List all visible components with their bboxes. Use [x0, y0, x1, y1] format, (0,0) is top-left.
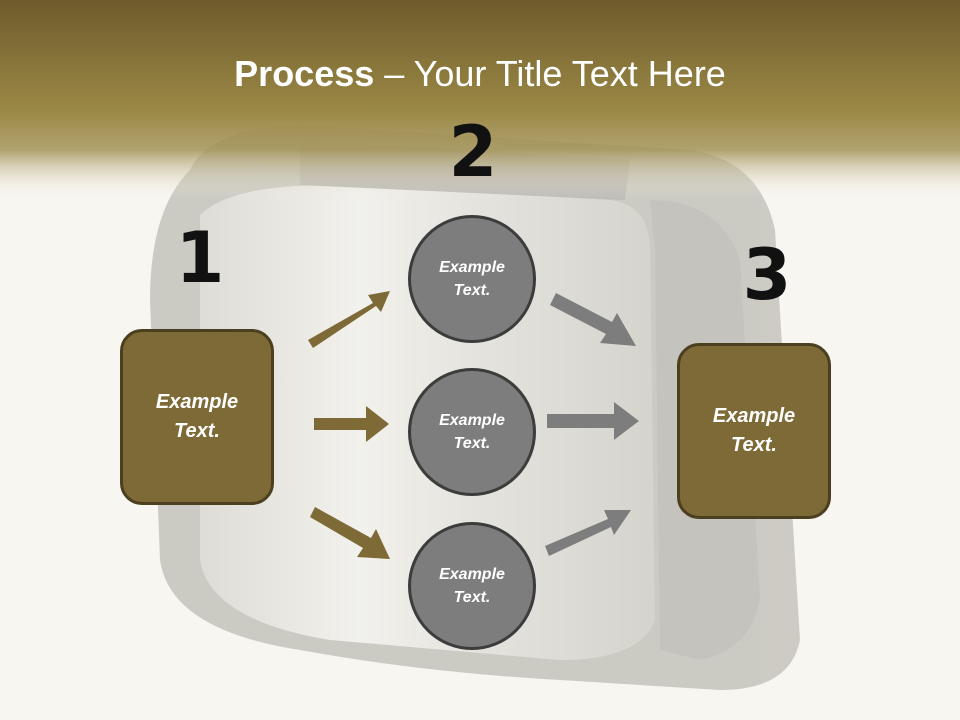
step-number-1: 1: [175, 217, 225, 299]
arrow-top-to-3: [550, 293, 636, 346]
step-1-box-text: Example Text.: [155, 391, 239, 442]
title-rest: – Your Title Text Here: [374, 53, 726, 94]
step-number-2: 2: [448, 111, 498, 193]
circle-middle-text: Example Text.: [439, 412, 505, 452]
step-1-box[interactable]: Example Text.: [120, 329, 274, 505]
step-number-3: 3: [742, 234, 792, 316]
step-3-box-text: Example Text.: [712, 405, 796, 456]
step-2-circle-middle[interactable]: Example Text.: [408, 368, 536, 496]
step-2-circle-bottom[interactable]: Example Text.: [408, 522, 536, 650]
circle-bottom-text: Example Text.: [439, 566, 505, 606]
slide-title: Process – Your Title Text Here: [0, 52, 960, 96]
step-3-box[interactable]: Example Text.: [677, 343, 831, 519]
arrow-1-to-bottom: [310, 507, 390, 559]
title-bold: Process: [234, 53, 375, 94]
circle-top-text: Example Text.: [439, 259, 505, 299]
arrow-middle-to-3: [547, 402, 639, 440]
arrow-1-to-top: [308, 291, 390, 348]
arrow-1-to-middle: [314, 406, 389, 442]
arrow-bottom-to-3: [545, 510, 631, 556]
step-2-circle-top[interactable]: Example Text.: [408, 215, 536, 343]
